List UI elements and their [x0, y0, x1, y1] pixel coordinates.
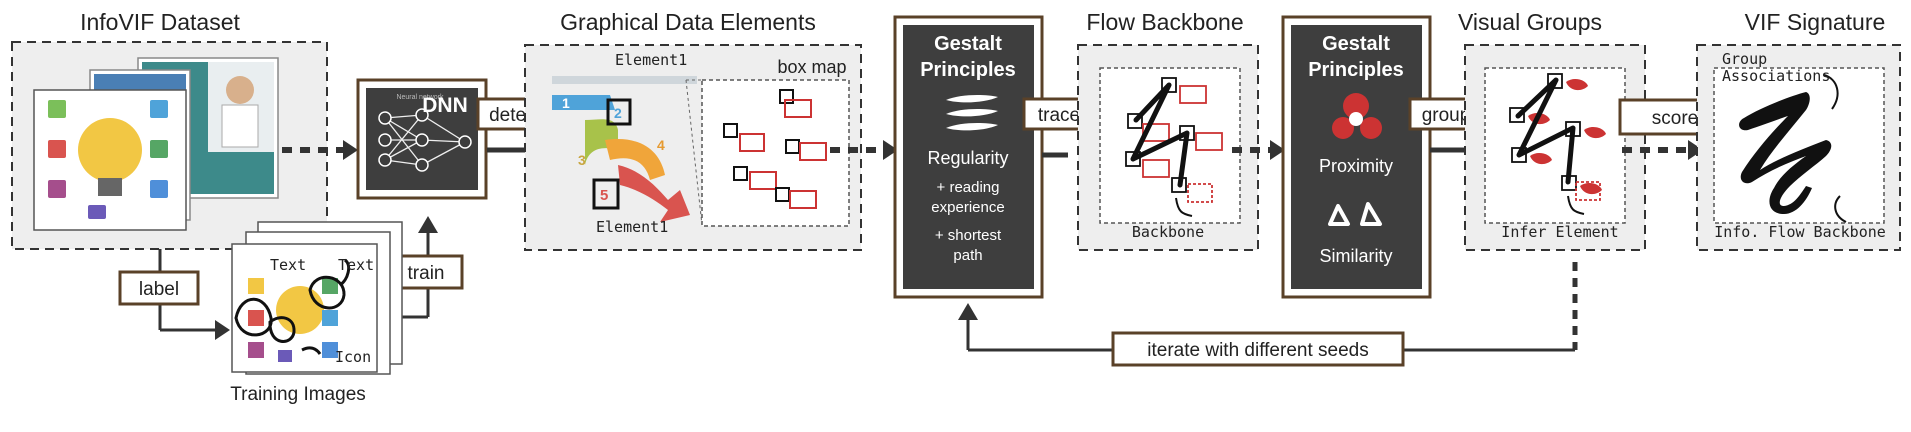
title-elements: Graphical Data Elements: [560, 9, 816, 35]
shortest-line-1: + shortest: [935, 227, 1002, 244]
gestalt1-title-1: Gestalt: [934, 33, 1002, 55]
reading-line-1: + reading: [937, 179, 1000, 196]
num-5-label: 5: [600, 187, 608, 204]
elements-panel: 1 3 4 2 5 Element1 Element1 box map: [524, 44, 862, 251]
reading-line-2: experience: [931, 199, 1004, 216]
trace-label: trace: [1038, 105, 1080, 126]
signature-shape: [1739, 92, 1832, 214]
num-3-label: 3: [578, 152, 586, 168]
proximity-icon: [1332, 93, 1382, 139]
dnn-label: DNN: [422, 94, 468, 117]
num-1-label: 1: [562, 95, 570, 111]
groups-panel: Infer Element: [1464, 44, 1646, 251]
group-assoc-line-1: Group: [1722, 50, 1767, 68]
dnn-box: Neural network DNN: [356, 78, 488, 200]
infer-annotation: Infer Element: [1501, 223, 1618, 241]
gestalt1-title-2: Principles: [920, 59, 1016, 81]
element-top-label: Element1: [615, 51, 687, 69]
iterate-label-box: [1111, 331, 1405, 367]
gestalt2-title-1: Gestalt: [1322, 33, 1390, 55]
train-label: train: [408, 263, 445, 284]
regularity-icon: [946, 95, 998, 131]
similarity-icon: [1328, 202, 1382, 226]
training-icon-label: Icon: [335, 348, 371, 366]
training-images-caption: Training Images: [230, 384, 366, 405]
proximity-label: Proximity: [1319, 156, 1393, 176]
training-text-a: Text: [270, 256, 306, 274]
backbone-annotation: Backbone: [1132, 223, 1204, 241]
box-map-label: box map: [777, 57, 846, 77]
gestalt-panel-1: Gestalt Principles Regularity + reading …: [893, 15, 1044, 299]
signature-panel: Group Associations Info. Flow Backbone: [1696, 44, 1901, 251]
title-backbone: Flow Backbone: [1086, 9, 1243, 35]
group-label: group: [1422, 105, 1471, 126]
info-flow-annotation: Info. Flow Backbone: [1714, 223, 1886, 241]
iterate-label: iterate with different seeds: [1147, 340, 1368, 361]
element-bottom-label: Element1: [596, 218, 668, 236]
gestalt2-title-2: Principles: [1308, 59, 1404, 81]
dataset-panel: [11, 41, 328, 250]
shortest-line-2: path: [953, 247, 982, 264]
num-2-label: 2: [614, 105, 622, 121]
backbone-panel: Backbone: [1077, 44, 1259, 251]
similarity-label: Similarity: [1319, 246, 1392, 266]
neural-network-caption: Neural network: [396, 94, 444, 101]
group-assoc-line-2: Associations: [1722, 67, 1830, 85]
label-label-box: [118, 270, 200, 306]
title-dataset: InfoVIF Dataset: [80, 9, 240, 35]
title-groups: Visual Groups: [1458, 9, 1602, 35]
label-label: label: [139, 279, 179, 300]
training-images: Text Text Icon: [231, 221, 403, 375]
title-signature: VIF Signature: [1745, 9, 1886, 35]
gestalt-panel-2: Gestalt Principles Proximity Similarity: [1281, 15, 1432, 299]
training-text-b: Text: [338, 256, 374, 274]
score-label: score: [1652, 108, 1698, 129]
num-4-label: 4: [657, 137, 665, 153]
regularity-label: Regularity: [927, 148, 1008, 168]
